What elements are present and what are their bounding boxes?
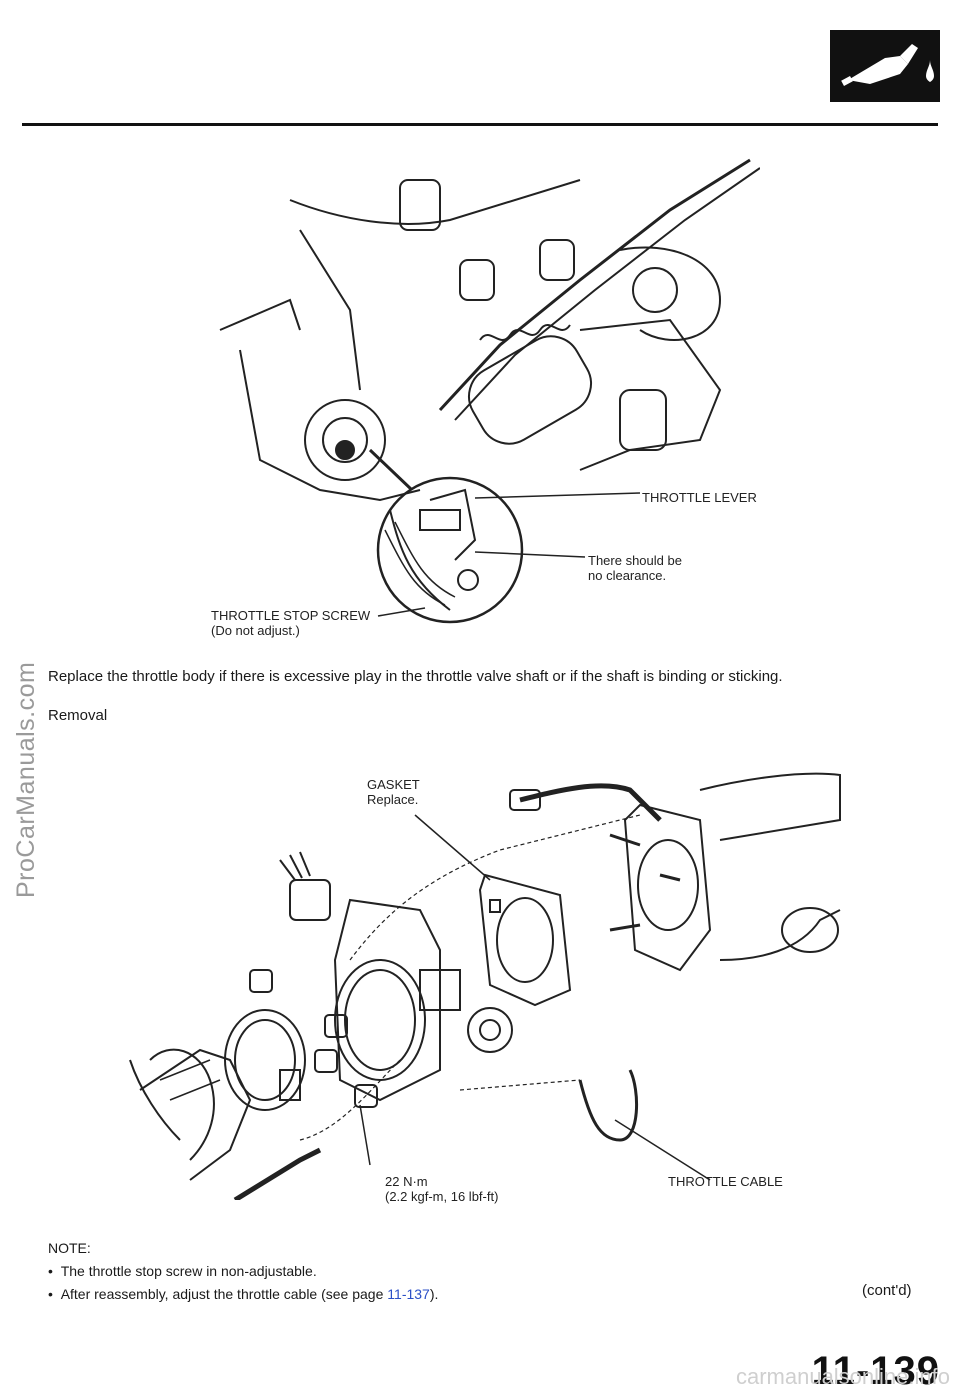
page-number: 11-139 (811, 1349, 940, 1393)
throttle-cable-label: THROTTLE CABLE (668, 1174, 783, 1189)
gasket-label-line1: GASKET (367, 777, 420, 792)
throttle-body-diagram (120, 760, 880, 1203)
bullet: • (48, 1263, 61, 1279)
bullet: • (48, 1286, 61, 1302)
footer-watermark: carmanualsonline.info (735, 1364, 950, 1389)
note-item: • After reassembly, adjust the throttle … (48, 1286, 439, 1302)
stop-screw-label-line2: (Do not adjust.) (211, 623, 300, 638)
throttle-lever-label: THROTTLE LEVER (642, 490, 757, 505)
fuel-nozzle-icon (830, 30, 940, 102)
gasket-label-line2: Replace. (367, 792, 419, 807)
clearance-label-line2: no clearance. (588, 568, 667, 583)
throttle-lever-diagram (200, 150, 761, 630)
contd-label: (cont'd) (862, 1282, 912, 1299)
torque-label-line2: (2.2 kgf-m, 16 lbf-ft) (385, 1189, 499, 1204)
side-watermark: ProCarManuals.com (12, 661, 40, 898)
stop-screw-label-line1: THROTTLE STOP SCREW (211, 608, 371, 623)
page-link[interactable]: 11-137 (387, 1286, 430, 1302)
note-title: NOTE: (48, 1240, 91, 1256)
removal-heading: Removal (48, 707, 108, 724)
header-rule (22, 123, 938, 126)
torque-label-line1: 22 N·m (385, 1174, 428, 1189)
replace-paragraph: Replace the throttle body if there is ex… (48, 668, 783, 685)
note-item: • The throttle stop screw in non-adjusta… (48, 1263, 317, 1279)
clearance-label-line1: There should be (588, 553, 682, 568)
